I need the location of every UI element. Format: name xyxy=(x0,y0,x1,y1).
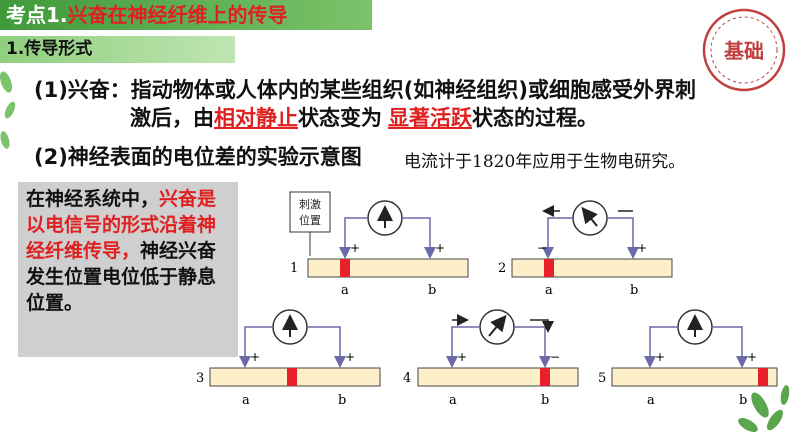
experiment-heading: (2)神经表面的电位差的实验示意图 xyxy=(34,145,362,169)
definition-line-1: (1)兴奋：指动物体或人体内的某些组织(如神经组织)或细胞感受外界刺 xyxy=(34,78,696,102)
panel-1-a-label: a xyxy=(341,283,349,298)
panel-2-plus-label: + xyxy=(637,241,647,255)
definition-text-c: 状态的过程。 xyxy=(472,106,598,130)
highlight-static: 相对静止 xyxy=(214,106,298,130)
definition-text-b: 状态变为 xyxy=(298,106,382,130)
panel-1-minus-label: + xyxy=(435,241,445,255)
svg-text:基础: 基础 xyxy=(724,39,764,63)
panel-1-num-label: 1 xyxy=(290,261,298,276)
title-bar xyxy=(0,0,372,30)
panel-4: 4 + − a b xyxy=(403,309,579,408)
panel-3-minus-label: + xyxy=(345,350,355,364)
panel-2-a-label: a xyxy=(545,283,553,298)
galvanometer-note: 电流计于1820年应用于生物电研究。 xyxy=(404,152,686,172)
panel-1: 1 + + a b xyxy=(290,200,469,298)
panel-4-b-label: b xyxy=(541,393,549,408)
summary-part-3: 神经兴奋发生位置电位低于静息位置。 xyxy=(26,240,217,314)
stamp-icon: 基础 xyxy=(702,8,786,92)
definition-line-2: 激后，由相对静止状态变为显著活跃状态的过程。 xyxy=(130,104,598,132)
panel-1-plus-label: + xyxy=(350,241,360,255)
stimulus-box: 刺激 位置 xyxy=(289,191,331,256)
definition-text-a: 激后，由 xyxy=(130,106,214,130)
panel-4-a-label: a xyxy=(449,393,457,408)
summary-part-2: 兴奋是以电信号的形式沿着神经纤维传导， xyxy=(26,188,217,262)
title-main: 兴奋在神经纤维上的传导 xyxy=(67,3,288,27)
section-label: 1.传导形式 xyxy=(6,39,93,59)
summary-part-1: 在神经系统中， xyxy=(26,188,160,210)
panel-5-b-label: b xyxy=(739,393,747,408)
panel-5-num-label: 5 xyxy=(598,371,606,386)
panel-5-a-label: a xyxy=(647,393,655,408)
panel-5-plus-label: + xyxy=(655,350,665,364)
svg-text:位置: 位置 xyxy=(299,213,321,227)
summary-box xyxy=(18,182,238,357)
panel-3-b-label: b xyxy=(338,393,346,408)
svg-text:刺激: 刺激 xyxy=(299,197,321,211)
panel-3-num-label: 3 xyxy=(196,371,204,386)
panel-1-b-label: b xyxy=(428,283,436,298)
panel-2: 2 − + a b xyxy=(498,200,673,298)
panel-2-b-label: b xyxy=(630,283,638,298)
panel-4-plus-label: + xyxy=(457,350,467,364)
panel-2-minus-label: − xyxy=(537,241,547,255)
leaf-decoration-right-icon xyxy=(738,385,790,432)
page-title: 考点1.兴奋在神经纤维上的传导 xyxy=(6,2,288,28)
highlight-active: 显著活跃 xyxy=(388,106,472,130)
panel-5-minus-label: + xyxy=(747,350,757,364)
panel-3: 3 + + a b xyxy=(196,309,381,408)
leaf-decoration-left-icon xyxy=(0,71,16,149)
section-bar xyxy=(0,36,235,63)
panel-3-plus-label: + xyxy=(250,350,260,364)
panel-4-num-label: 4 xyxy=(403,371,411,386)
panel-4-minus-label: − xyxy=(550,350,560,364)
panel-5: 5 + + a b xyxy=(598,309,778,408)
panel-2-num-label: 2 xyxy=(498,261,506,276)
title-prefix: 考点1. xyxy=(6,3,68,27)
summary-text: 在神经系统中，兴奋是以电信号的形式沿着神经纤维传导，神经兴奋发生位置电位低于静息… xyxy=(26,186,226,316)
panel-3-a-label: a xyxy=(242,393,250,408)
